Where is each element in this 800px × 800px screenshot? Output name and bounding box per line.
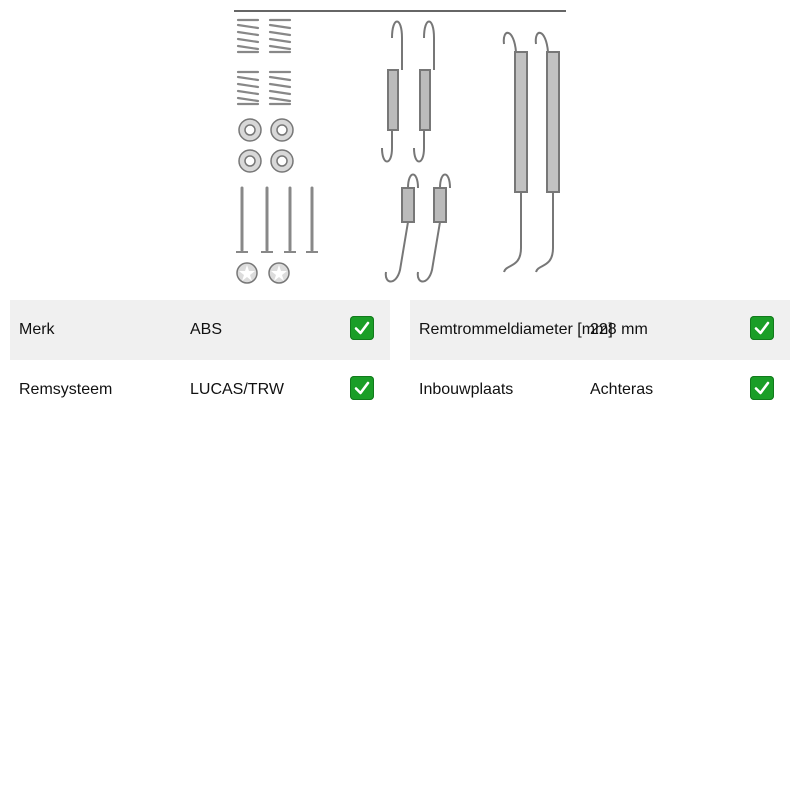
spec-label: Remtrommeldiameter [mm]	[419, 321, 613, 338]
spec-value: Achteras	[590, 381, 654, 398]
product-image	[232, 8, 568, 292]
check-mark-icon	[350, 376, 374, 400]
spec-label: Inbouwplaats	[419, 381, 514, 398]
spec-row-remtrommeldiameter: Remtrommeldiameter [mm] 228 mm	[410, 300, 790, 360]
spec-value: LUCAS/TRW	[190, 381, 284, 398]
spec-table-right: Remtrommeldiameter [mm] 228 mm Inbouwpla…	[410, 300, 790, 420]
spec-table-left: Merk ABS Remsysteem LUCAS/TRW	[10, 300, 390, 420]
spec-value: 228 mm	[590, 321, 648, 338]
spec-label: Merk	[19, 321, 55, 338]
spec-row-remsysteem: Remsysteem LUCAS/TRW	[10, 360, 390, 420]
check-mark-icon	[750, 376, 774, 400]
spec-row-merk: Merk ABS	[10, 300, 390, 360]
spec-label: Remsysteem	[19, 381, 113, 398]
check-mark-icon	[350, 316, 374, 340]
check-mark-icon	[750, 316, 774, 340]
spec-value: ABS	[190, 321, 223, 338]
spec-row-inbouwplaats: Inbouwplaats Achteras	[410, 360, 790, 420]
